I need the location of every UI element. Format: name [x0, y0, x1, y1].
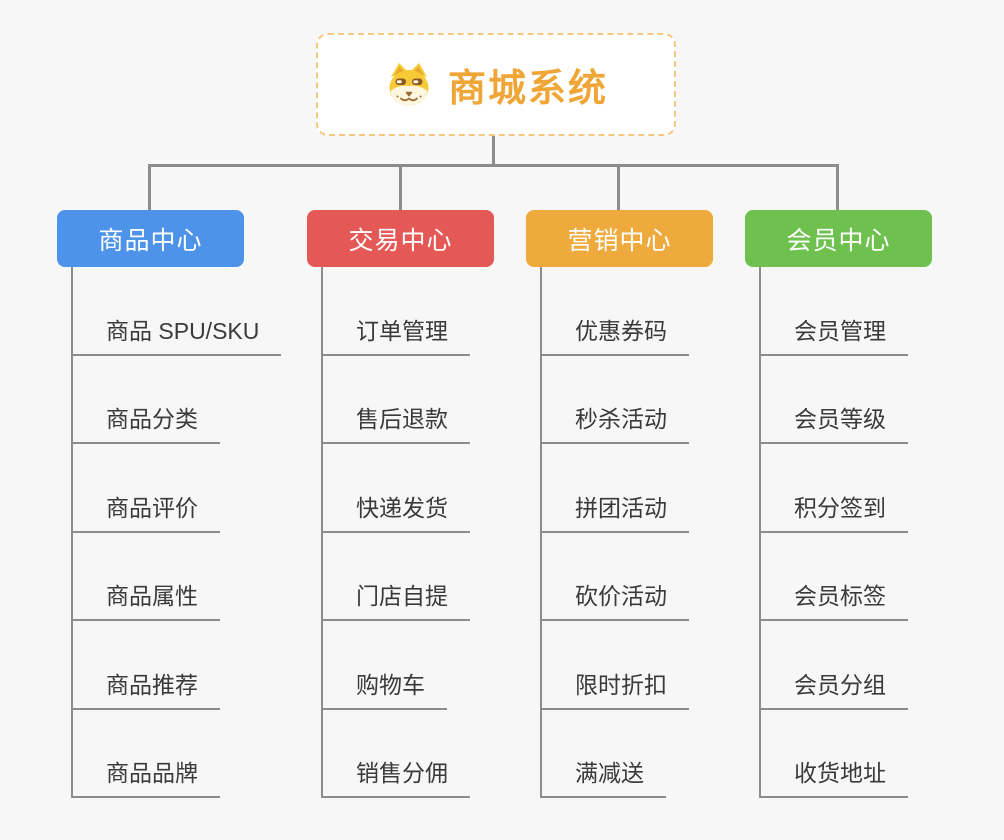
node-item[interactable]: 商品分类 — [73, 356, 220, 444]
branch-header[interactable]: 交易中心 — [307, 210, 494, 267]
node-item[interactable]: 快递发货 — [323, 444, 470, 533]
branch-leaves: 订单管理 售后退款 快递发货 门店自提 购物车 销售分佣 — [321, 267, 537, 798]
connector-drop — [617, 164, 620, 211]
node-item[interactable]: 售后退款 — [323, 356, 470, 444]
node-item[interactable]: 商品属性 — [73, 533, 220, 621]
node-item[interactable]: 会员等级 — [761, 356, 908, 444]
node-item[interactable]: 积分签到 — [761, 444, 908, 533]
node-item[interactable]: 订单管理 — [323, 267, 470, 356]
node-item[interactable]: 商品推荐 — [73, 621, 220, 710]
node-item[interactable]: 销售分佣 — [323, 710, 470, 798]
branch-product-center: 商品中心 商品 SPU/SKU 商品分类 商品评价 商品属性 商品推荐 商品品牌 — [57, 210, 287, 798]
branch-member-center: 会员中心 会员管理 会员等级 积分签到 会员标签 会员分组 收货地址 — [745, 210, 975, 798]
branch-header[interactable]: 会员中心 — [745, 210, 932, 267]
connector-drop — [399, 164, 402, 211]
branch-header[interactable]: 商品中心 — [57, 210, 244, 267]
node-item[interactable]: 满减送 — [542, 710, 666, 798]
node-item[interactable]: 会员标签 — [761, 533, 908, 621]
root-title: 商城系统 — [447, 68, 608, 110]
branch-leaves: 商品 SPU/SKU 商品分类 商品评价 商品属性 商品推荐 商品品牌 — [71, 267, 287, 798]
node-item[interactable]: 拼团活动 — [542, 444, 689, 533]
branch-trade-center: 交易中心 订单管理 售后退款 快递发货 门店自提 购物车 销售分佣 — [307, 210, 537, 798]
node-item[interactable]: 商品 SPU/SKU — [73, 267, 282, 356]
node-item[interactable]: 会员分组 — [761, 621, 908, 710]
connector-drop — [148, 164, 151, 211]
shiba-dog-icon — [384, 60, 434, 110]
branch-marketing-center: 营销中心 优惠券码 秒杀活动 拼团活动 砍价活动 限时折扣 满减送 — [526, 210, 756, 798]
node-item[interactable]: 优惠券码 — [542, 267, 689, 356]
connector-rail — [148, 164, 839, 167]
connector-root-stub — [492, 134, 495, 166]
root-node[interactable]: 商城系统 — [316, 33, 676, 136]
node-item[interactable]: 限时折扣 — [542, 621, 689, 710]
branch-leaves: 优惠券码 秒杀活动 拼团活动 砍价活动 限时折扣 满减送 — [540, 267, 756, 798]
branch-leaves: 会员管理 会员等级 积分签到 会员标签 会员分组 收货地址 — [759, 267, 975, 798]
node-item[interactable]: 购物车 — [323, 621, 447, 710]
node-item[interactable]: 会员管理 — [761, 267, 908, 356]
branch-header[interactable]: 营销中心 — [526, 210, 713, 267]
node-item[interactable]: 砍价活动 — [542, 533, 689, 621]
node-item[interactable]: 门店自提 — [323, 533, 470, 621]
node-item[interactable]: 秒杀活动 — [542, 356, 689, 444]
node-item[interactable]: 商品品牌 — [73, 710, 220, 798]
node-item[interactable]: 商品评价 — [73, 444, 220, 533]
connector-drop — [836, 164, 839, 211]
node-item[interactable]: 收货地址 — [761, 710, 908, 798]
